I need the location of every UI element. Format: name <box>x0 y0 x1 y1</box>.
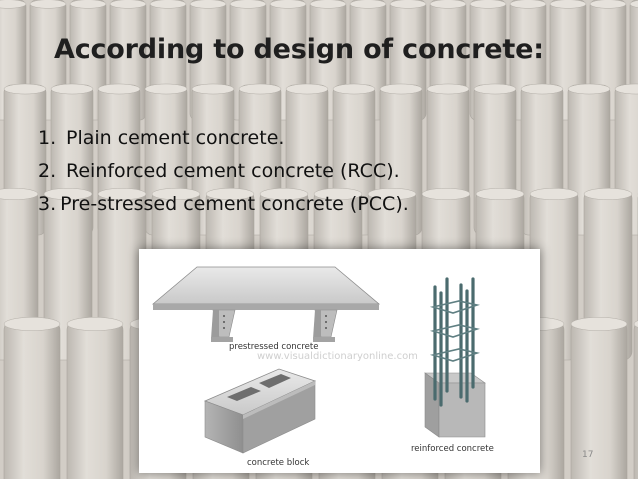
watermark-text: www.visualdictionaryonline.com <box>257 351 418 362</box>
concrete-pipe-top <box>205 187 255 201</box>
prestressed-concrete-label: prestressed concrete <box>229 342 318 352</box>
prestressed-beam-icon <box>151 266 381 342</box>
concrete-pipe-top <box>43 187 93 201</box>
concrete-pipe-top <box>332 83 376 95</box>
concrete-pipe-top <box>379 83 423 95</box>
concrete-pipe-top <box>0 187 39 201</box>
concrete-pipe-top <box>285 83 329 95</box>
concrete-pipe-top <box>567 83 611 95</box>
concrete-pipe-top <box>313 187 363 201</box>
reinforced-column-icon <box>424 277 486 438</box>
concrete-pipe-top <box>3 83 47 95</box>
concrete-pipe-top <box>520 83 564 95</box>
concrete-pipe-top <box>509 0 547 9</box>
concrete-pipe-top <box>69 0 107 9</box>
concrete-pipe-top <box>259 187 309 201</box>
concrete-pipe-top <box>97 187 147 201</box>
concrete-pipe-top <box>367 187 417 201</box>
concrete-pipe-top <box>229 0 267 9</box>
concrete-type-list: 1. Plain cement concrete. 2. Reinforced ce… <box>38 122 598 221</box>
concrete-pipe-top <box>149 0 187 9</box>
concrete-pipe-top <box>426 83 470 95</box>
concrete-pipe-top <box>549 0 587 9</box>
concrete-pipe-top <box>309 0 347 9</box>
concrete-pipe-top <box>589 0 627 9</box>
concrete-pipe-top <box>529 187 579 201</box>
concrete-pipe-top <box>151 187 201 201</box>
concrete-pipe-top <box>469 0 507 9</box>
concrete-pipe-top <box>97 83 141 95</box>
concrete-pipe-top <box>349 0 387 9</box>
concrete-pipe-top <box>583 187 633 201</box>
concrete-pipe-top <box>614 83 638 95</box>
concrete-pipe-top <box>0 0 27 9</box>
list-item-number: 2. <box>38 160 57 182</box>
slide-title: According to design of concrete: <box>54 34 544 65</box>
concrete-pipe-top <box>389 0 427 9</box>
concrete-pipe-top <box>633 320 638 328</box>
concrete-pipe-top <box>269 0 307 9</box>
concrete-illustration-drawing: prestressed concrete www.visualdictionar… <box>151 266 494 468</box>
concrete-pipe-top <box>475 187 525 201</box>
concrete-block-label: concrete block <box>247 458 309 468</box>
concrete-pipe-top <box>66 317 124 331</box>
concrete-pipe-top <box>570 317 628 331</box>
concrete-pipe-top <box>238 83 282 95</box>
list-item-reinforced-concrete: 2. Reinforced cement concrete (RCC). <box>38 155 598 188</box>
concrete-pipe-top <box>629 0 638 8</box>
concrete-pipe-top <box>50 83 94 95</box>
concrete-pipe-top <box>429 0 467 9</box>
concrete-pipe-top <box>109 0 147 9</box>
concrete-illustration: prestressed concrete www.visualdictionar… <box>139 249 540 473</box>
list-item-plain-concrete: 1. Plain cement concrete. <box>38 122 598 155</box>
list-item-text: Pre-stressed cement concrete (PCC). <box>60 193 409 215</box>
concrete-pipe-top <box>29 0 67 9</box>
list-item-prestressed-concrete: 3.Pre-stressed cement concrete (PCC). <box>38 188 598 221</box>
concrete-pipe-top <box>191 83 235 95</box>
list-item-number: 1. <box>38 127 57 149</box>
concrete-pipe <box>633 321 638 479</box>
concrete-pipe-top <box>144 83 188 95</box>
concrete-pipe-top <box>3 317 61 331</box>
concrete-pipe-top <box>473 83 517 95</box>
page-number: 17 <box>582 450 594 460</box>
reinforced-concrete-label: reinforced concrete <box>411 444 494 454</box>
concrete-pipe-top <box>421 187 471 201</box>
concrete-block-icon <box>203 368 317 454</box>
concrete-pipe-top <box>189 0 227 9</box>
list-item-number: 3. <box>38 193 57 215</box>
list-item-text: Reinforced cement concrete (RCC). <box>66 160 400 182</box>
list-item-text: Plain cement concrete. <box>66 127 285 149</box>
